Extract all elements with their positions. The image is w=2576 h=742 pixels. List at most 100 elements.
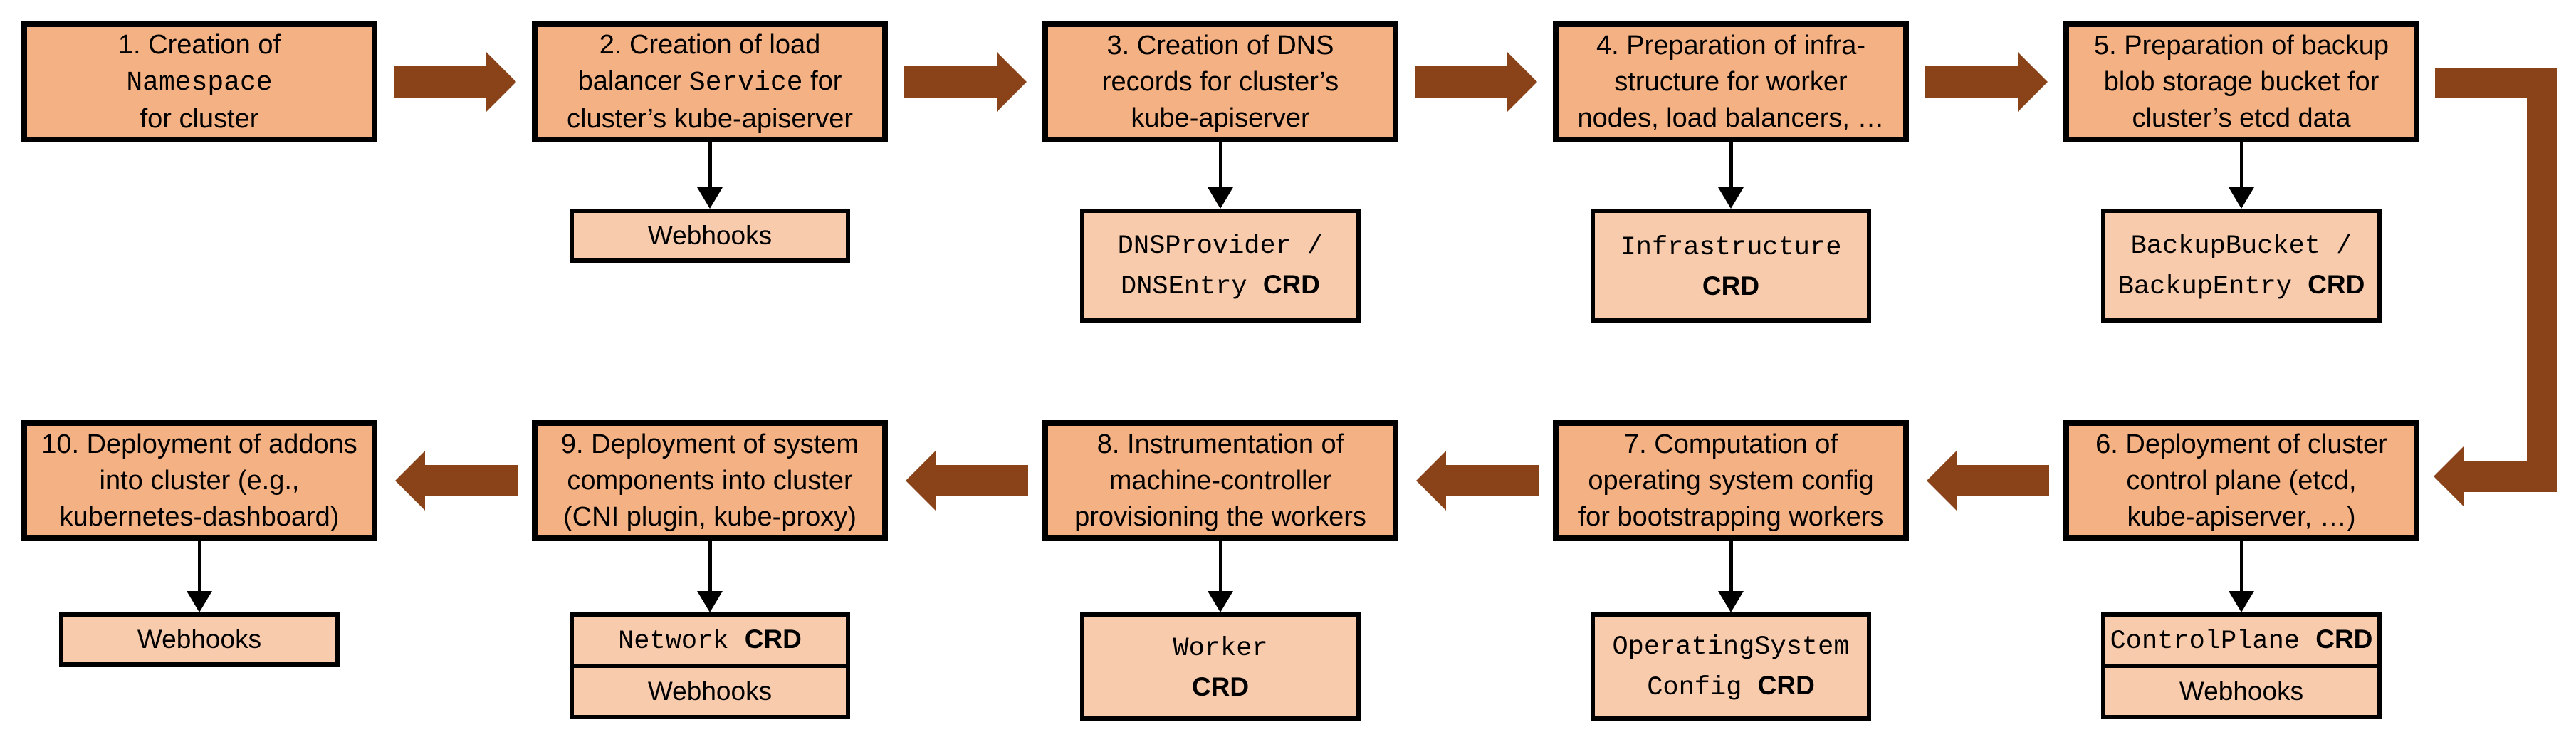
text-segment: into cluster (e.g., [99,465,300,496]
down-arrow-head-icon [1718,187,1744,209]
text-segment: kube-apiserver, …) [2127,501,2356,532]
title-line: provisioning the workers [1074,499,1366,535]
text-segment: for bootstrapping workers [1578,501,1884,532]
flow-arrow-left-head-icon [1416,451,1446,511]
text-segment: DNSProvider / [1117,231,1324,261]
title-line: machine-controller [1074,463,1366,499]
flow-arrow-right-shaft [394,66,486,98]
down-arrow-head-icon [1208,591,1233,612]
flow-elbow-bottom-arm [2464,461,2557,492]
text-segment: Service [688,67,803,98]
title-line: blob storage bucket for [2094,64,2389,100]
step-4-title: 4. Preparation of infra-structure for wo… [1578,28,1885,137]
text-segment: 7. Computation of [1624,429,1838,459]
text-segment: machine-controller [1109,465,1332,496]
text-segment: BackupBucket / [2130,231,2352,261]
title-line: kubernetes-dashboard) [41,499,357,535]
text-segment: CRD [1191,672,1250,701]
text-segment: 4. Preparation of infra- [1596,30,1866,61]
title-line: (CNI plugin, kube-proxy) [561,499,859,535]
title-line: balancer Service for [567,63,853,101]
text-segment: 5. Preparation of backup [2093,30,2389,61]
text-segment: blob storage bucket for [2103,66,2379,97]
artifact-line: CRD [1702,267,1759,305]
text-segment: nodes, load balancers, … [1577,103,1885,133]
text-segment: control plane (etcd, [2126,465,2357,496]
text-segment: Webhooks [2179,676,2304,706]
down-arrow-line [1218,541,1222,592]
step-5-title: 5. Preparation of backup blob storage buc… [2094,28,2389,137]
down-arrow-head-icon [1718,591,1744,612]
text-segment: CRD [2315,624,2373,654]
flow-elbow-arrow-head-icon [2434,446,2464,506]
text-segment: Webhooks [137,625,262,654]
artifact-line: Webhooks [648,216,772,255]
flow-arrow-left-shaft [936,465,1028,496]
text-segment: BackupEntry [2117,272,2308,302]
step-9-title: 9. Deployment of system components into c… [561,427,859,535]
down-arrow-head-icon [697,591,723,612]
artifact-line: Worker [1173,627,1267,668]
step-9-box: 9. Deployment of system components into c… [532,420,888,541]
text-segment: 2. Creation of load [599,29,821,60]
down-arrow-line [708,142,712,189]
down-arrow-line [1729,142,1733,189]
text-segment: cluster’s kube-apiserver [567,103,853,134]
artifact-line: OperatingSystem [1612,626,1849,667]
down-arrow-line [197,541,201,592]
artifact-box-network-crd: Network CRD [570,612,850,668]
title-line: control plane (etcd, [2095,463,2387,499]
artifact-line: DNSEntry CRD [1121,266,1320,306]
down-arrow-line [2239,541,2243,592]
flow-arrow-right-shaft [1415,66,1507,98]
text-segment: (CNI plugin, kube-proxy) [563,501,857,532]
down-arrow-head-icon [2229,591,2254,612]
artifact-box-webhooks: Webhooks [2101,664,2382,719]
text-segment: for cluster [140,103,259,134]
flow-arrow-left-head-icon [1927,451,1957,511]
step-5-box: 5. Preparation of backup blob storage buc… [2063,21,2419,142]
down-arrow-head-icon [1208,187,1233,209]
text-segment: provisioning the workers [1074,501,1366,532]
title-line: kube-apiserver, …) [2095,499,2387,535]
text-segment: 9. Deployment of system [560,429,859,459]
text-segment: Infrastructure [1620,232,1842,263]
title-line: 8. Instrumentation of [1074,427,1366,463]
down-arrow-line [708,541,712,592]
title-line: 5. Preparation of backup [2094,28,2389,64]
down-arrow-head-icon [187,591,212,612]
down-arrow-line [2239,142,2243,189]
text-segment: 6. Deployment of cluster [2095,429,2387,459]
title-line: Namespace [118,63,281,101]
flow-arrow-right-head-icon [997,52,1027,112]
artifact-line: Config CRD [1647,667,1815,707]
flow-arrow-right-head-icon [486,52,516,112]
artifact-line: Webhooks [648,672,772,711]
text-segment: CRD [2308,270,2365,299]
flow-arrow-right-shaft [904,66,997,98]
title-line: nodes, load balancers, … [1578,100,1885,137]
artifact-line: BackupEntry CRD [2118,266,2365,306]
artifact-line: Network CRD [618,620,802,661]
text-segment: operating system config [1588,465,1874,496]
title-line: 10. Deployment of addons [41,427,357,463]
text-segment: kube-apiserver [1131,103,1310,133]
title-line: 4. Preparation of infra- [1578,28,1885,64]
text-segment: records for cluster’s [1101,66,1339,97]
flow-arrow-left-shaft [1957,465,2049,496]
title-line: for bootstrapping workers [1578,499,1884,535]
text-segment: Webhooks [647,221,773,250]
text-segment: for [802,66,842,96]
text-segment: structure for worker [1614,66,1848,97]
text-segment: Worker [1173,633,1268,664]
text-segment: components into cluster [567,465,853,496]
title-line: operating system config [1578,463,1884,499]
step-7-title: 7. Computation of operating system config… [1578,427,1884,535]
title-line: 1. Creation of [118,27,281,63]
